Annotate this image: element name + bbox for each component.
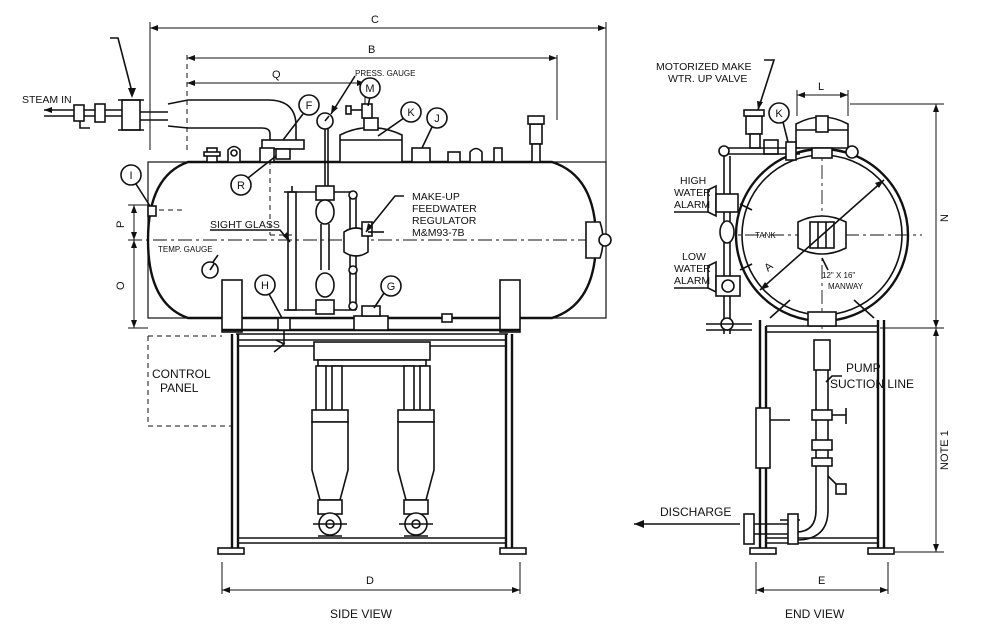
svg-text:I: I <box>129 170 132 182</box>
tank-top-fittings <box>203 115 545 163</box>
svg-text:K: K <box>407 107 415 119</box>
steam-header-pipe <box>167 99 305 160</box>
svg-text:K: K <box>775 108 783 120</box>
balloon-g: G <box>373 275 402 309</box>
dimension-e: E <box>755 562 889 594</box>
dim-p-label: P <box>115 221 127 228</box>
motorized-line2: WTR. UP VALVE <box>668 73 747 85</box>
valve-m <box>345 103 373 119</box>
dimension-note1: NOTE 1 <box>888 328 951 553</box>
manway-line2: MANWAY <box>828 282 864 291</box>
dim-note1-label: NOTE 1 <box>939 430 951 470</box>
balloon-r: R <box>230 155 277 196</box>
balloon-f: F <box>282 94 320 141</box>
svg-text:J: J <box>434 113 440 125</box>
end-view-pump <box>755 407 790 469</box>
pressure-gauge: PRESS. GAUGE <box>316 69 415 186</box>
svg-text:H: H <box>261 280 269 292</box>
discharge-label: DISCHARGE <box>660 505 731 519</box>
dimension-c: C <box>149 14 607 182</box>
balloon-k-side: K <box>377 101 422 137</box>
svg-text:R: R <box>237 180 245 192</box>
sight-glass-label: SIGHT GLASS <box>210 219 280 231</box>
svg-text:G: G <box>387 281 396 293</box>
makeup-line1: MAKE-UP <box>412 191 460 203</box>
pump-assembly <box>311 341 435 537</box>
end-view-callouts: MOTORIZED MAKE WTR. UP VALVE HIGH WATER … <box>656 59 776 289</box>
high-alarm-line2: WATER <box>674 187 711 199</box>
dimension-l: L <box>796 81 849 116</box>
tank-body <box>128 160 612 320</box>
dimension-n: N <box>850 103 951 329</box>
steam-in-label: STEAM IN <box>22 94 72 106</box>
dimension-d: D <box>221 562 521 594</box>
control-panel-line1: CONTROL <box>152 367 211 381</box>
svg-text:M: M <box>365 83 374 95</box>
makeup-regulator-callout: MAKE-UP FEEDWATER REGULATOR M&M93-7B <box>365 191 477 239</box>
drain-h <box>273 317 291 353</box>
manway-line1: 12" X 16" <box>822 271 855 280</box>
balloon-h: H <box>254 274 283 319</box>
steam-inlet-assembly: STEAM IN <box>22 37 168 131</box>
control-panel-outline: CONTROL PANEL <box>147 335 232 427</box>
high-alarm-line3: ALARM <box>674 199 710 211</box>
dim-c-label: C <box>371 14 379 26</box>
end-view-title: END VIEW <box>785 607 845 621</box>
dim-o-label: O <box>115 281 127 290</box>
temp-gauge: TEMP. GAUGE <box>158 245 219 279</box>
high-alarm-line1: HIGH <box>680 175 706 187</box>
stand-frame-side <box>217 334 527 555</box>
dim-l-label: L <box>818 81 824 93</box>
side-view-title: SIDE VIEW <box>330 607 393 621</box>
end-view-top-fittings <box>718 109 859 161</box>
end-view-tank: A TANK 12" X 16" MANWAY <box>720 140 922 330</box>
dimension-q: Q <box>187 69 366 150</box>
makeup-line2: FEEDWATER <box>412 203 477 215</box>
sight-glass-callout: SIGHT GLASS <box>210 219 291 243</box>
balloon-m: M <box>359 77 381 107</box>
makeup-line3: REGULATOR <box>412 215 477 227</box>
low-alarm-line1: LOW <box>682 251 706 263</box>
dim-q-label: Q <box>272 69 281 81</box>
svg-text:F: F <box>306 100 313 112</box>
low-alarm-line3: ALARM <box>674 275 710 287</box>
balloon-j: J <box>421 107 448 149</box>
dim-e-label: E <box>818 575 825 587</box>
makeup-line4: M&M93-7B <box>412 227 465 239</box>
pump-suction-line1: PUMP <box>846 361 881 375</box>
discharge-arrow: DISCHARGE <box>634 505 740 528</box>
end-view-water-column <box>706 156 753 334</box>
dimension-o-p: P O <box>115 204 148 329</box>
dim-a-label: A <box>762 260 776 274</box>
dim-d-label: D <box>366 575 374 587</box>
dimension-b: B <box>186 44 558 150</box>
dim-b-label: B <box>368 44 375 56</box>
water-column <box>284 185 384 315</box>
temp-gauge-label: TEMP. GAUGE <box>158 245 213 254</box>
hidden-lines-side <box>147 160 292 236</box>
motorized-line1: MOTORIZED MAKE <box>656 61 751 73</box>
stand-frame-end <box>749 299 895 555</box>
tank-label: TANK <box>755 231 776 240</box>
tank-saddles <box>221 279 521 335</box>
balloon-i: I <box>120 164 151 207</box>
balloon-k-end: K <box>768 102 790 143</box>
press-gauge-label: PRESS. GAUGE <box>355 69 415 78</box>
control-panel-line2: PANEL <box>160 381 199 395</box>
low-alarm-line2: WATER <box>674 263 711 275</box>
pump-suction-line: PUMP SUCTION LINE <box>743 339 914 545</box>
pump-suction-line2: SUCTION LINE <box>830 377 914 391</box>
dim-n-label: N <box>939 214 951 222</box>
